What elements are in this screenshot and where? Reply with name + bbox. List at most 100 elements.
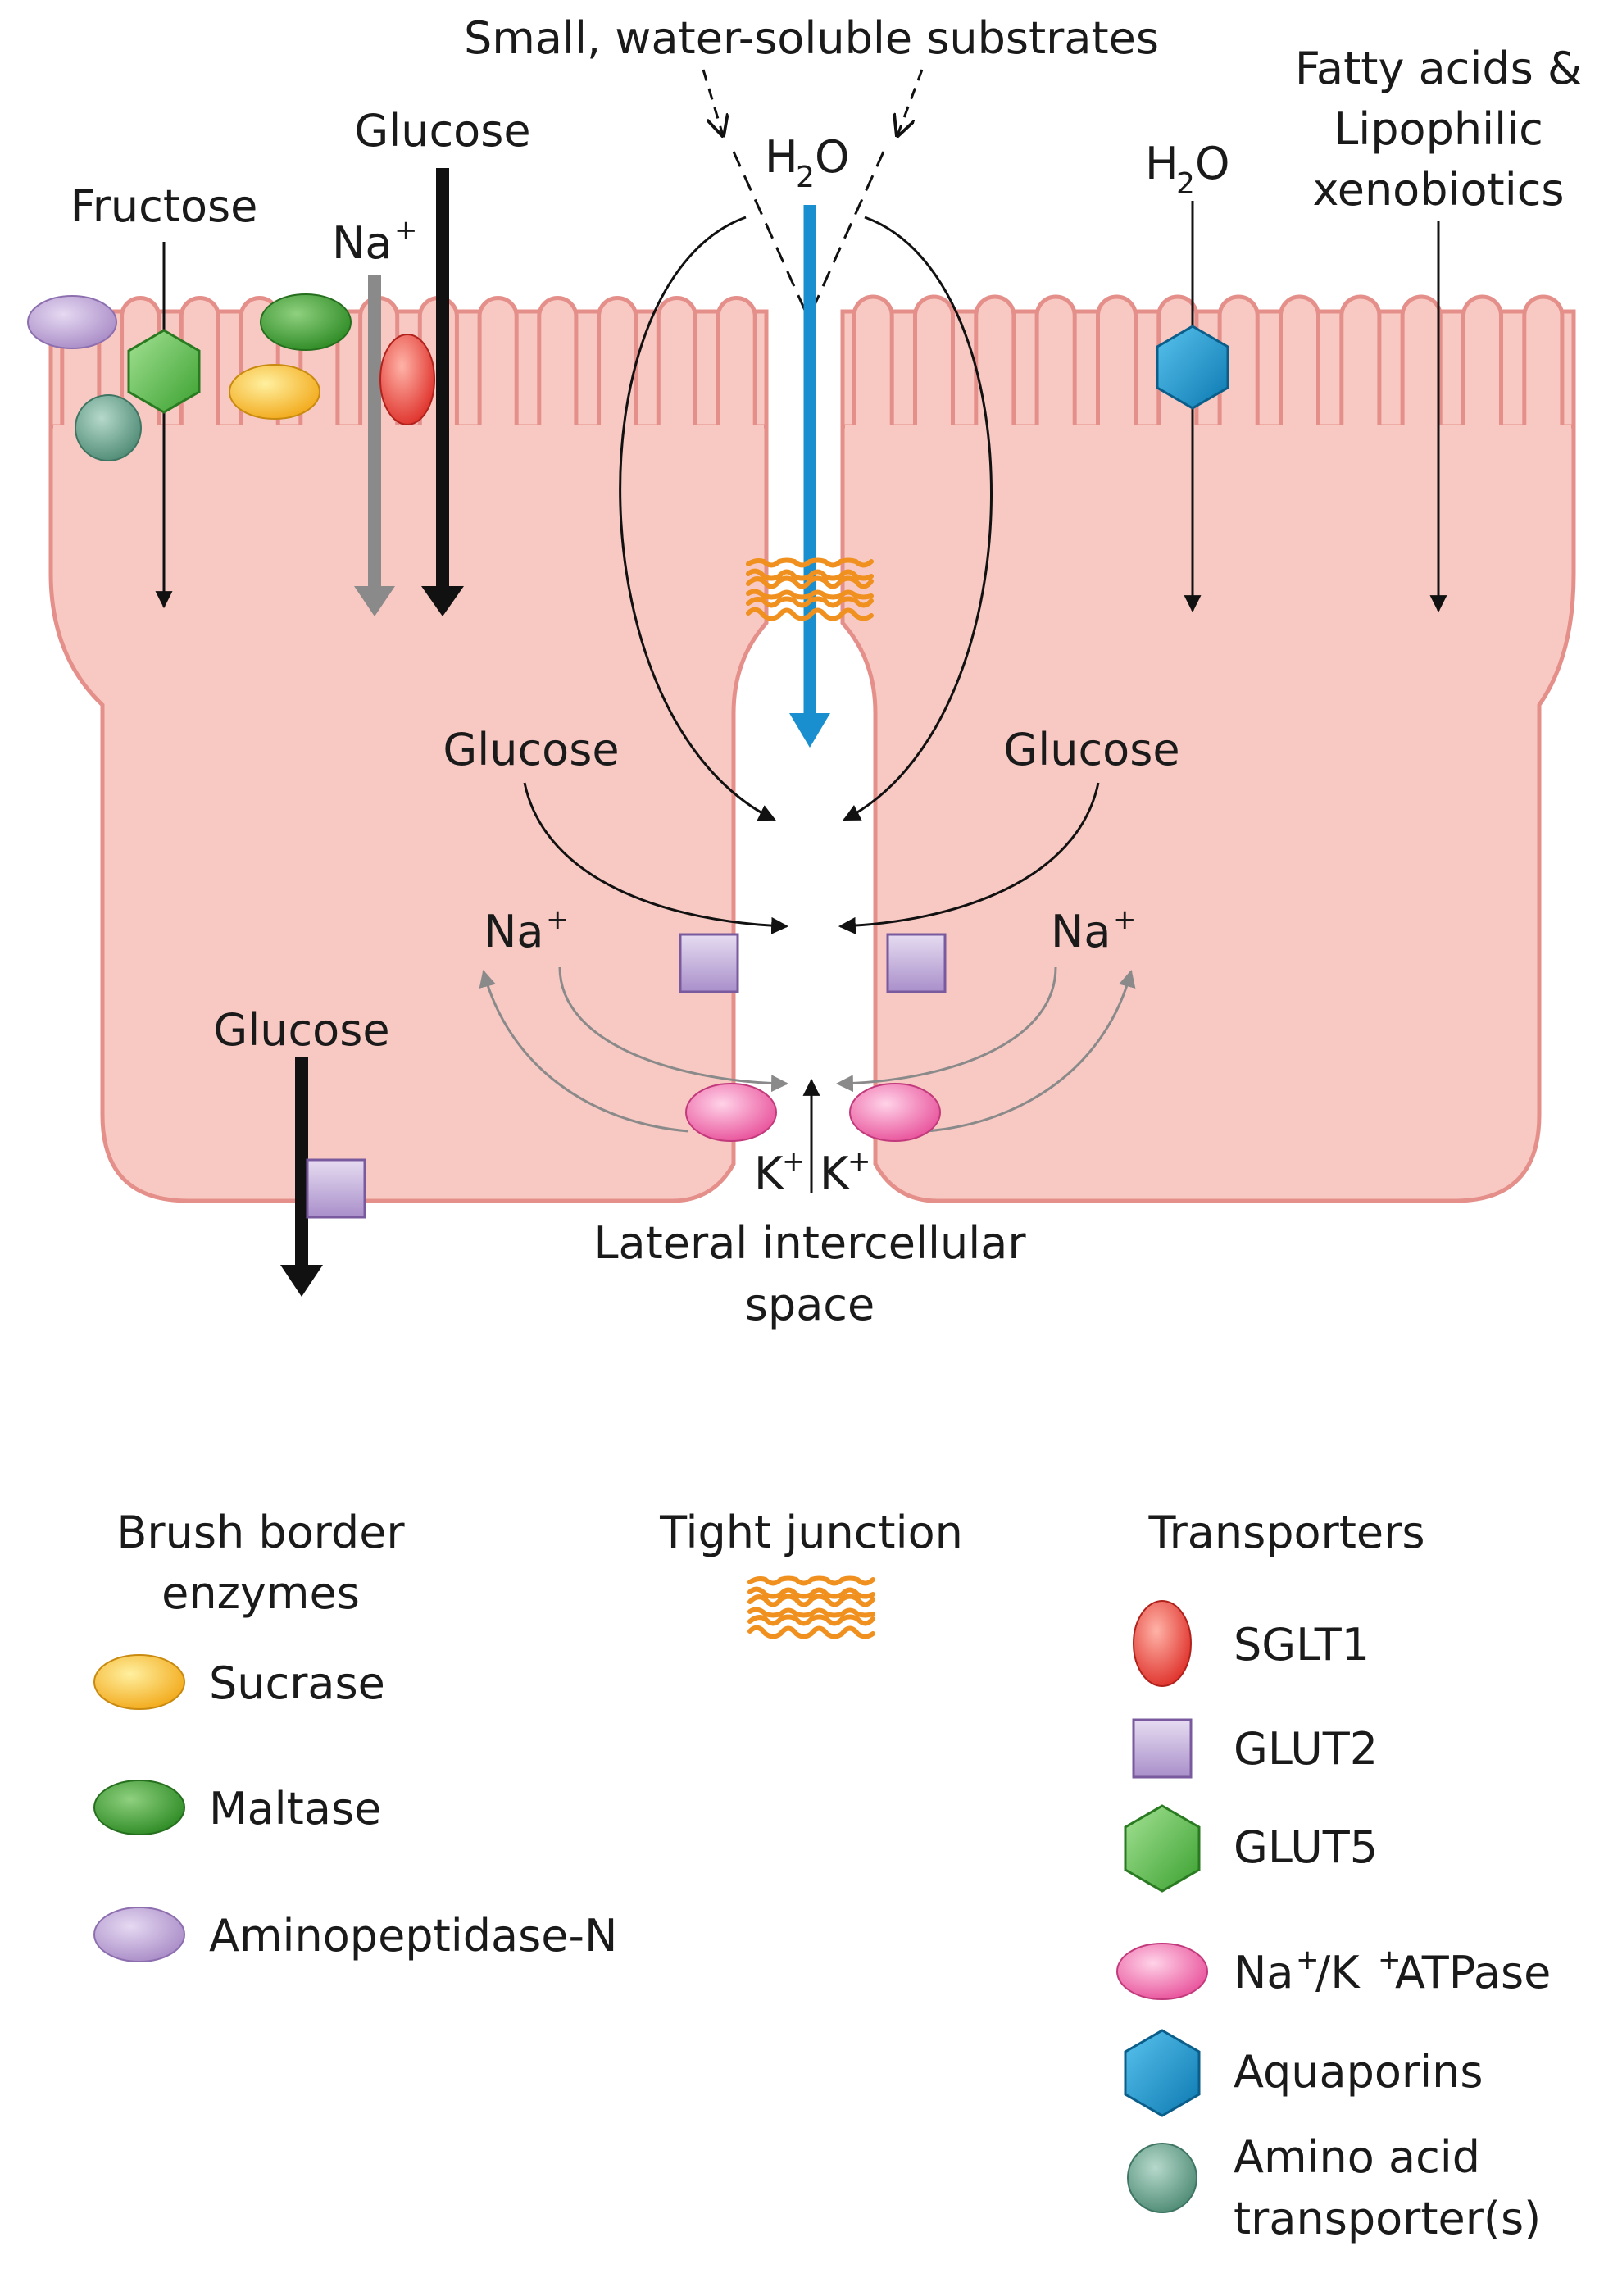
tight-junction-strand: [746, 575, 874, 589]
legend-na-k-atpase-label: Na + /K + ATPase: [1234, 1944, 1551, 1998]
amino-acid-transporter: [75, 394, 142, 461]
legend-aquaporins-icon: [1124, 2029, 1201, 2117]
tight-junction-strand: [746, 568, 874, 581]
svg-text:enzymes: enzymes: [161, 1567, 360, 1619]
legend-sucrase-icon: [93, 1654, 185, 1710]
na-label-right: Na +: [1051, 903, 1137, 957]
aquaporin-transporter: [1156, 325, 1229, 410]
k-influx-right: [925, 969, 1136, 1133]
svg-text:2: 2: [796, 161, 815, 194]
k-label-left: K +: [754, 1145, 806, 1199]
tight-junction-strand: [747, 1625, 875, 1639]
small-substrates-label: Small, water-soluble substrates: [464, 12, 1159, 64]
tight-junction-strand: [747, 1575, 875, 1586]
k-influx-left: [479, 969, 689, 1133]
legend-glut2-label: GLUT2: [1234, 1723, 1378, 1775]
svg-text:transporter(s): transporter(s): [1234, 2193, 1541, 2244]
aminopeptidase-n-enzyme: [27, 295, 117, 349]
right-microvilli: [843, 294, 1574, 436]
tight-junction-strand: [746, 596, 874, 608]
svg-text:O: O: [1195, 138, 1230, 189]
legend-transporters-title: Transporters: [1148, 1507, 1425, 1558]
svg-text:+: +: [847, 1145, 871, 1178]
glucose-label-right: Glucose: [1003, 724, 1179, 775]
legend-brush-border-title: Brush border: [116, 1507, 405, 1558]
na-efflux-left: [558, 966, 789, 1093]
right-cell-body: [840, 309, 1576, 1203]
glucose-influx-arrow-head: [421, 586, 464, 616]
glut2-transporter-basal: [306, 1158, 366, 1219]
svg-text:Na: Na: [1051, 906, 1111, 957]
svg-text:+: +: [394, 214, 418, 247]
left-enterocyte: [48, 296, 769, 1203]
legend-brush-border: Brush border enzymes Sucrase Maltase Ami…: [93, 1507, 617, 1962]
legend-aquaporins-label: Aquaporins: [1234, 2046, 1483, 2098]
left-cell-body: [48, 309, 769, 1203]
legend-aminopeptidase-label: Aminopeptidase-N: [209, 1910, 617, 1962]
svg-text:O: O: [815, 131, 850, 183]
svg-text:space: space: [745, 1279, 875, 1330]
na-k-atpase-left: [685, 1083, 777, 1142]
na-label-left: Na +: [484, 903, 570, 957]
legend-tight-junction-title: Tight junction: [659, 1507, 963, 1558]
glucose-exit-arrow-head: [280, 1265, 323, 1297]
glucose-label-left: Glucose: [443, 724, 619, 775]
sucrase-enzyme: [229, 364, 320, 420]
lateral-intercellular-space-label: Lateral intercellular space: [593, 1217, 1026, 1330]
svg-text:K: K: [754, 1148, 784, 1199]
transcellular-arrow-right: [843, 216, 993, 821]
svg-text:Lateral intercellular: Lateral intercellular: [593, 1217, 1026, 1269]
sglt1-transporter: [379, 334, 435, 425]
svg-text:+: +: [1113, 903, 1137, 936]
substrate-arrow-right: [897, 69, 924, 135]
legend-tight-junction: Tight junction: [659, 1507, 963, 1639]
legend-maltase-icon: [93, 1780, 185, 1835]
legend-maltase-label: Maltase: [209, 1783, 381, 1835]
glucose-efflux-right: [838, 782, 1100, 934]
glucose-efflux-left: [523, 782, 789, 934]
svg-text:Na: Na: [484, 906, 544, 957]
legend-sglt1-icon: [1133, 1600, 1192, 1687]
svg-text:H: H: [1145, 138, 1179, 189]
svg-text:xenobiotics: xenobiotics: [1312, 164, 1564, 216]
tight-junction-strand: [746, 589, 874, 600]
na-efflux-right: [835, 966, 1057, 1093]
legend-tight-junction-icon: [747, 1575, 875, 1639]
water-arrow-head: [789, 713, 830, 748]
transcellular-arrow-left: [619, 216, 776, 821]
legend-amino-acid-transporter-icon: [1127, 2143, 1197, 2213]
svg-text:+: +: [546, 903, 570, 936]
legend-sucrase-label: Sucrase: [209, 1657, 385, 1709]
tight-junction-strand: [747, 1594, 875, 1607]
glucose-label-bottom: Glucose: [213, 1004, 389, 1056]
k-label-right: K +: [820, 1145, 871, 1199]
right-enterocyte: [840, 294, 1576, 1203]
glut2-transporter-left: [679, 933, 739, 993]
svg-text:Na: Na: [332, 217, 393, 269]
svg-text:K: K: [820, 1148, 850, 1199]
tight-junction: [746, 557, 874, 621]
legend-amino-acid-label: Amino acid: [1234, 2131, 1480, 2183]
legend-aminopeptidase-icon: [93, 1907, 185, 1962]
tight-junction-strand: [747, 1586, 875, 1599]
svg-text:/K: /K: [1315, 1947, 1361, 1998]
legend-glut5-label: GLUT5: [1234, 1821, 1378, 1873]
tight-junction-strand: [747, 1614, 875, 1626]
legend-transporters: Transporters SGLT1 GLUT2 GLUT5 Na + /K +…: [1116, 1507, 1551, 2244]
maltase-enzyme: [260, 293, 352, 351]
svg-text:+: +: [1378, 1944, 1402, 1976]
tight-junction-strand: [746, 607, 874, 621]
right-h2o-label: H 2 O: [1145, 138, 1230, 201]
legend-sglt1-label: SGLT1: [1234, 1619, 1370, 1671]
na-label-top: Na +: [332, 214, 418, 269]
svg-text:H: H: [765, 131, 798, 183]
glut2-transporter-right: [886, 933, 947, 993]
fatty-acids-label: Fatty acids & Lipophilic xenobiotics: [1295, 43, 1582, 216]
microvillus-base: [845, 425, 1571, 436]
legend-na-k-atpase-icon: [1116, 1943, 1208, 2000]
glut5-transporter: [127, 329, 201, 414]
microvillus-base: [53, 425, 764, 436]
center-h2o-label: H 2 O: [765, 131, 850, 194]
